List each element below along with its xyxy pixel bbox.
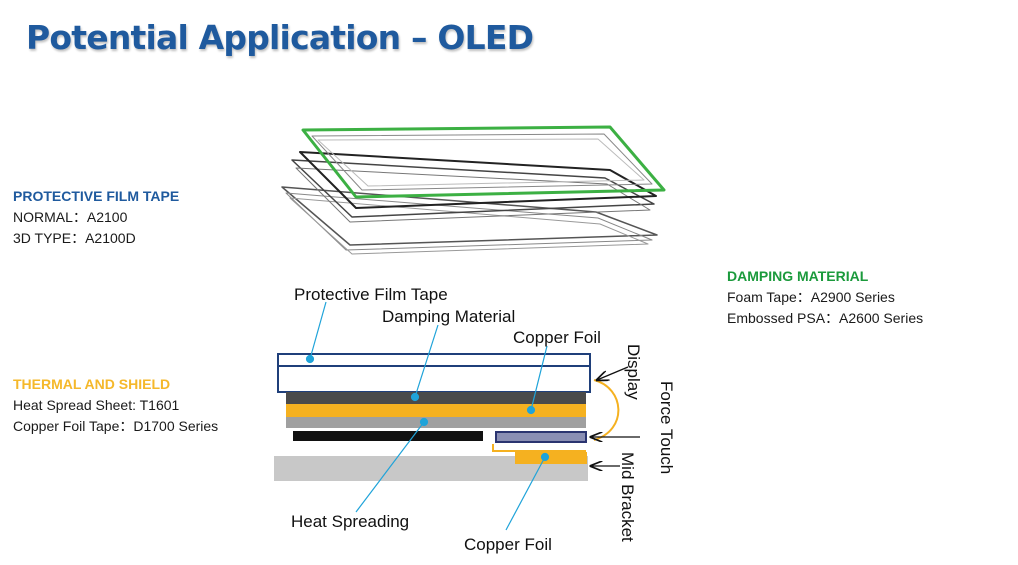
page-title: Potential Application – OLED [26,18,534,57]
label-force-touch: Force Touch [657,381,676,474]
damping-material-info: DAMPING MATERIAL Foam Tape：A2900 Series … [727,266,923,329]
thermal-shield-info: THERMAL AND SHIELD Heat Spread Sheet: T1… [13,374,218,437]
force-touch-outline [492,444,586,452]
thermal-shield-heading: THERMAL AND SHIELD [13,376,171,392]
label-copper-foil-bottom: Copper Foil [464,535,552,554]
leader-dot-copper-top [526,405,536,415]
protective-film-tape-heading: PROTECTIVE FILM TAPE [13,188,180,204]
damping-material-psa: Embossed PSA：A2600 Series [727,310,924,326]
label-damping-material: Damping Material [382,307,515,326]
force-touch-sensor [495,431,587,443]
damping-material-foam: Foam Tape：A2900 Series [727,289,895,305]
protective-film-tape-3d: 3D TYPE：A2100D [13,230,136,246]
leader-dot-copper-bottom [540,452,550,462]
label-protective-film-tape: Protective Film Tape [294,285,448,304]
thermal-shield-copper-foil: Copper Foil Tape：D1700 Series [13,418,219,434]
flex-connector [593,379,620,441]
copper-foil-layer-top [286,404,586,417]
label-display: Display [624,344,643,400]
leader-dot-heat-spreading [419,417,429,427]
shield-layer [293,431,483,441]
label-copper-foil-top: Copper Foil [513,328,601,347]
arrow-display [597,366,629,380]
thermal-shield-heat-spread: Heat Spread Sheet: T1601 [13,397,180,413]
label-heat-spreading: Heat Spreading [291,512,409,531]
protective-film-tape-info: PROTECTIVE FILM TAPE NORMAL：A2100 3D TYP… [13,186,179,249]
protective-film-tape-normal: NORMAL：A2100 [13,209,128,225]
exploded-layer-cover [301,125,666,199]
display-layer [277,365,591,393]
heat-spreading-layer [286,417,586,428]
leader-dot-damping [410,392,420,402]
label-mid-bracket: Mid Bracket [618,452,637,542]
leader-dot-protective-film [305,354,315,364]
damping-material-heading: DAMPING MATERIAL [727,268,869,284]
exploded-layer-bracket [281,186,658,246]
damping-material-layer [286,392,586,404]
exploded-layer-panel [291,159,655,218]
